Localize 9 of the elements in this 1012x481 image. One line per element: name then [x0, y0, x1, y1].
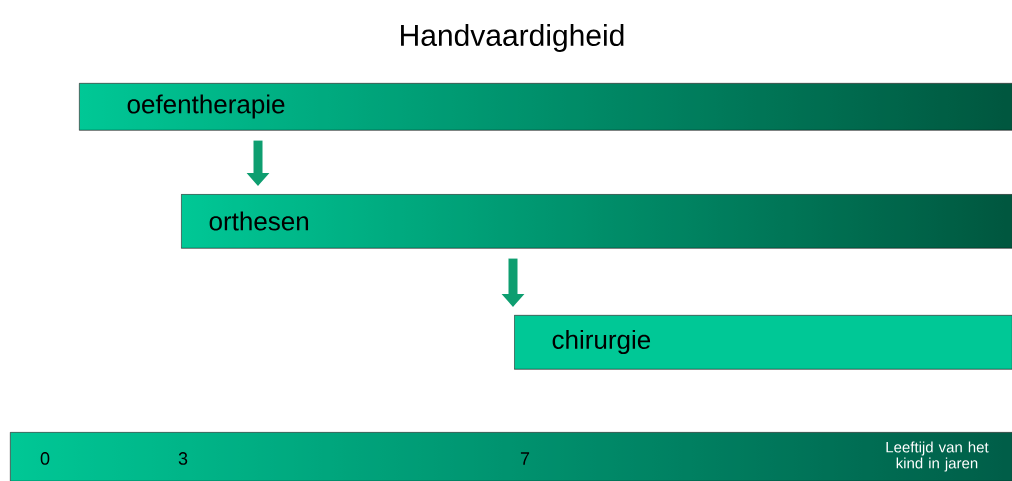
title: Handvaardigheid — [401, 24, 624, 52]
bar: oefentherapie — [79, 83, 1012, 131]
timeline-bar — [10, 432, 1012, 481]
tick-label: 3 — [178, 452, 188, 465]
tick-label: 0 — [40, 452, 50, 465]
axis-label: Leeftijd van het kind in jaren — [886, 441, 989, 472]
bar: orthesen — [181, 194, 1012, 249]
bar: chirurgie — [514, 315, 1012, 370]
tick-label: 7 — [520, 452, 530, 465]
